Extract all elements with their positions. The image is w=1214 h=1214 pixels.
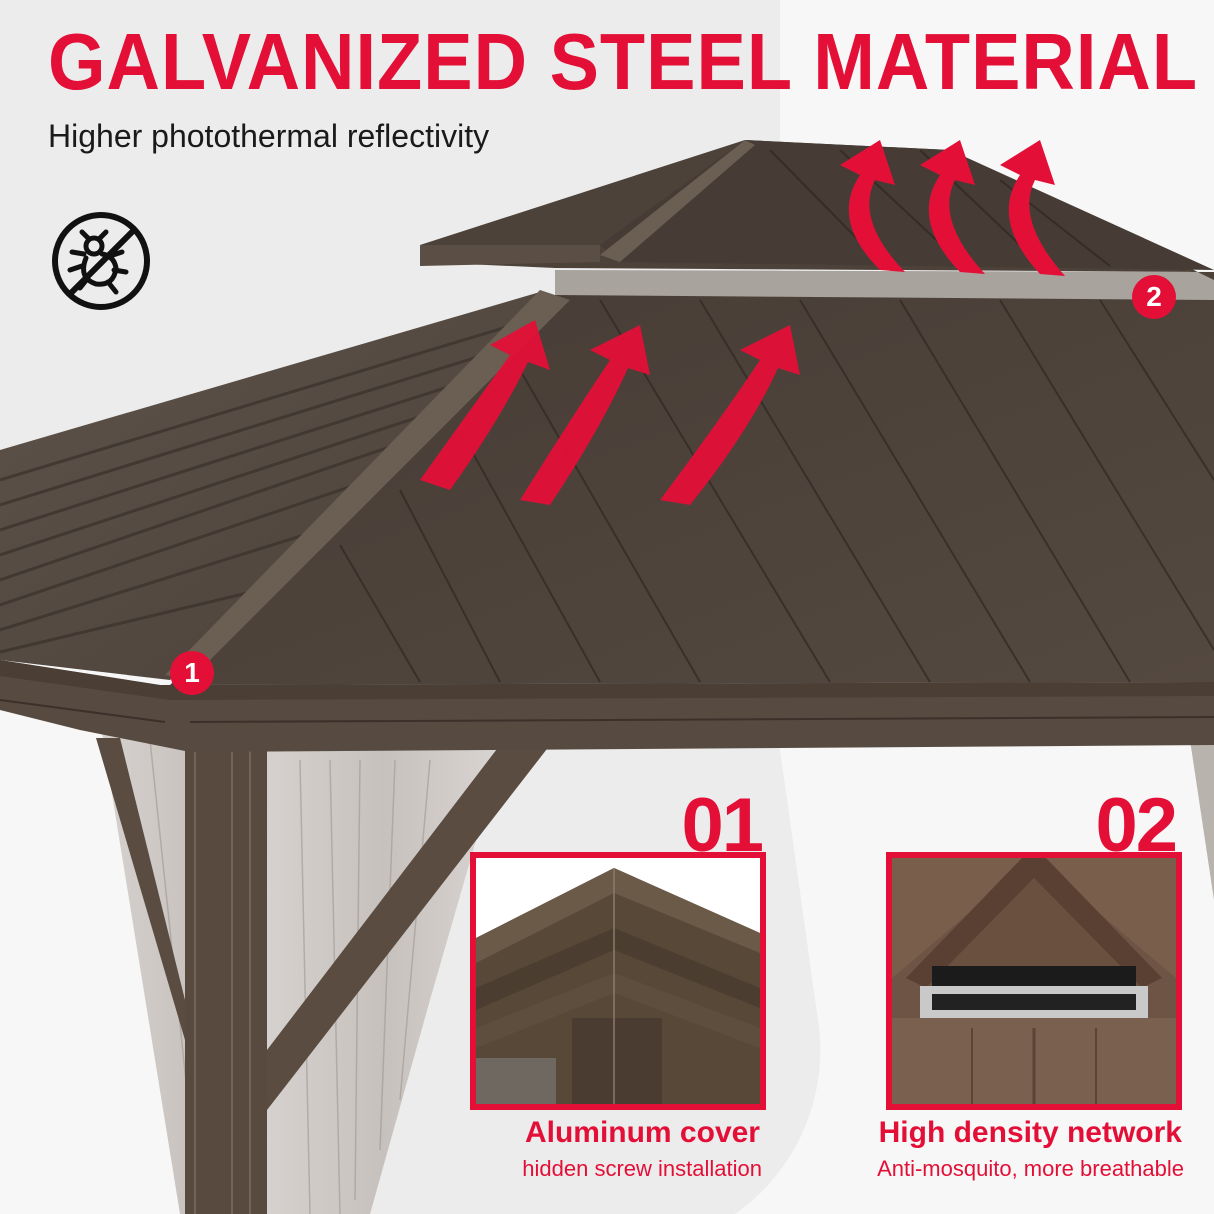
feature-high-density-network: 02 High density network Anti-mosquito, m…: [877, 783, 1184, 1190]
feature-title: Aluminum cover: [524, 1116, 760, 1149]
roof-vent-mesh-image: [886, 852, 1182, 1110]
feature-description: hidden screw installation: [522, 1156, 762, 1181]
vent-mesh-illustration: [892, 858, 1176, 1104]
callout-marker-2: 2: [1132, 275, 1176, 319]
no-bug-icon: [52, 212, 150, 310]
feature-description: Anti-mosquito, more breathable: [877, 1156, 1184, 1181]
callout-marker-1: 1: [170, 651, 214, 695]
corner-closeup-illustration: [476, 858, 760, 1104]
feature-aluminum-cover: 01 Aluminum cover hidden screw installat…: [470, 783, 766, 1190]
feature-title: High density network: [878, 1116, 1182, 1149]
aluminum-cover-image: [470, 852, 766, 1110]
feature-number: 02: [1095, 783, 1178, 868]
page-title: GALVANIZED STEEL MATERIAL: [48, 16, 1199, 107]
feature-number: 01: [681, 783, 764, 868]
page-subtitle: Higher photothermal reflectivity: [48, 118, 490, 154]
